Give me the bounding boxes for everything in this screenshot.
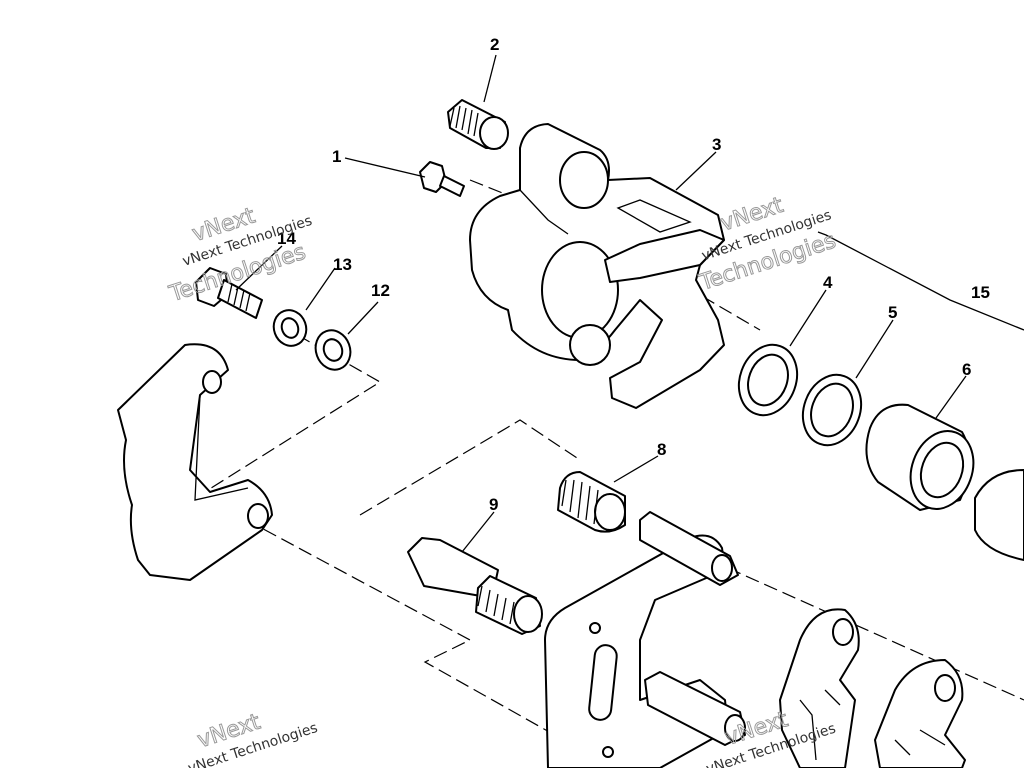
callout-1: 1 — [332, 147, 341, 166]
piston-seal-part-4 — [737, 343, 799, 417]
brake-pad-right — [874, 659, 966, 768]
callout-2: 2 — [490, 35, 499, 54]
caliper-body-part-3 — [469, 123, 725, 409]
watermark-bottom-left: vNext vNext Technologies — [186, 709, 320, 768]
dust-seal-part-5 — [801, 373, 863, 447]
guide-pin-part-9 — [407, 537, 543, 635]
callout-15: 15 — [971, 283, 990, 302]
callout-13: 13 — [333, 255, 352, 274]
mounting-bracket-arm — [117, 343, 273, 581]
support-bracket-plate — [544, 511, 746, 768]
callout-6: 6 — [962, 360, 971, 379]
washer-part-12 — [314, 329, 352, 371]
boot-part-8 — [557, 471, 626, 533]
callout-12: 12 — [371, 281, 390, 300]
piston-part-6 — [865, 403, 975, 511]
sleeve-part-2 — [447, 99, 509, 150]
bolt-part-14 — [195, 267, 263, 319]
callout-numbers: 2 1 3 14 13 12 15 4 5 6 8 9 — [277, 35, 990, 514]
callout-4: 4 — [823, 273, 833, 292]
bleed-screw-part-1 — [419, 161, 465, 197]
brake-pad-left — [779, 608, 860, 768]
piston-cap-part — [974, 469, 1024, 561]
callout-3: 3 — [712, 135, 721, 154]
callout-14: 14 — [277, 229, 296, 248]
leader-lines — [235, 54, 967, 553]
callout-5: 5 — [888, 303, 897, 322]
group-15-bracket — [817, 231, 1024, 331]
lock-washer-part-13 — [272, 309, 308, 347]
callout-9: 9 — [489, 495, 498, 514]
callout-8: 8 — [657, 440, 666, 459]
